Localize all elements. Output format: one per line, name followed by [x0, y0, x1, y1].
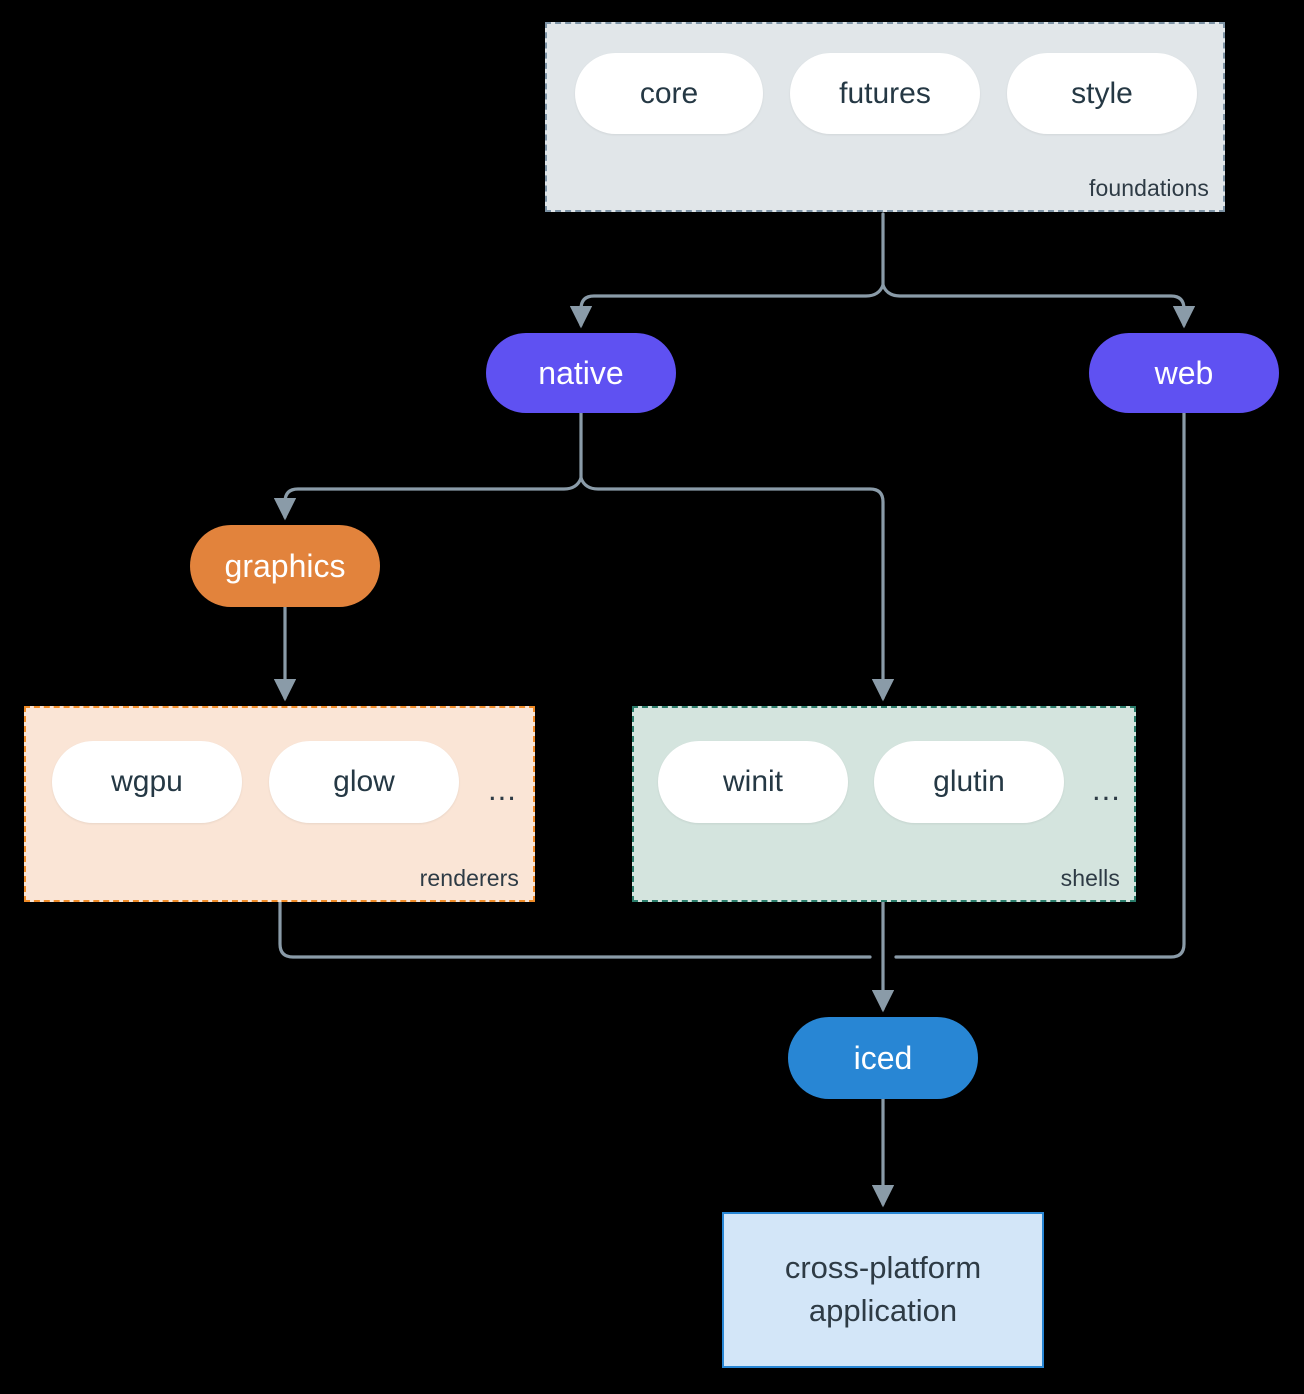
edge-native-shells — [579, 476, 895, 702]
node-wgpu[interactable]: wgpu — [52, 741, 242, 823]
node-core[interactable]: core — [575, 53, 763, 134]
cluster-renderers: wgpu glow ... renderers — [24, 706, 535, 902]
edge-foundations-web — [881, 283, 1196, 329]
node-web[interactable]: web — [1089, 333, 1279, 413]
node-style[interactable]: style — [1007, 53, 1197, 134]
cluster-shells: winit glutin ... shells — [632, 706, 1136, 902]
application-line-2: application — [808, 1293, 958, 1328]
edge-native-graphics — [273, 476, 583, 521]
cluster-label-foundations: foundations — [1088, 175, 1209, 201]
shells-overflow-ellipsis: ... — [1092, 772, 1121, 807]
node-winit[interactable]: winit — [658, 741, 848, 823]
node-graphics[interactable]: graphics — [190, 525, 380, 607]
node-native[interactable]: native — [486, 333, 676, 413]
cluster-label-shells: shells — [1060, 865, 1120, 891]
node-glow[interactable]: glow — [269, 741, 459, 823]
renderers-overflow-ellipsis: ... — [488, 772, 517, 807]
application-line-1: cross-platform — [784, 1250, 982, 1286]
edge-foundations-native — [569, 283, 885, 329]
node-iced[interactable]: iced — [788, 1017, 978, 1099]
node-futures[interactable]: futures — [790, 53, 980, 134]
cluster-label-renderers: renderers — [419, 865, 519, 891]
edge-renderers-iced — [278, 900, 872, 959]
cluster-foundations: core futures style foundations — [545, 22, 1225, 212]
node-glutin[interactable]: glutin — [874, 741, 1064, 823]
node-cross-platform-application[interactable]: cross-platform application — [722, 1212, 1044, 1368]
